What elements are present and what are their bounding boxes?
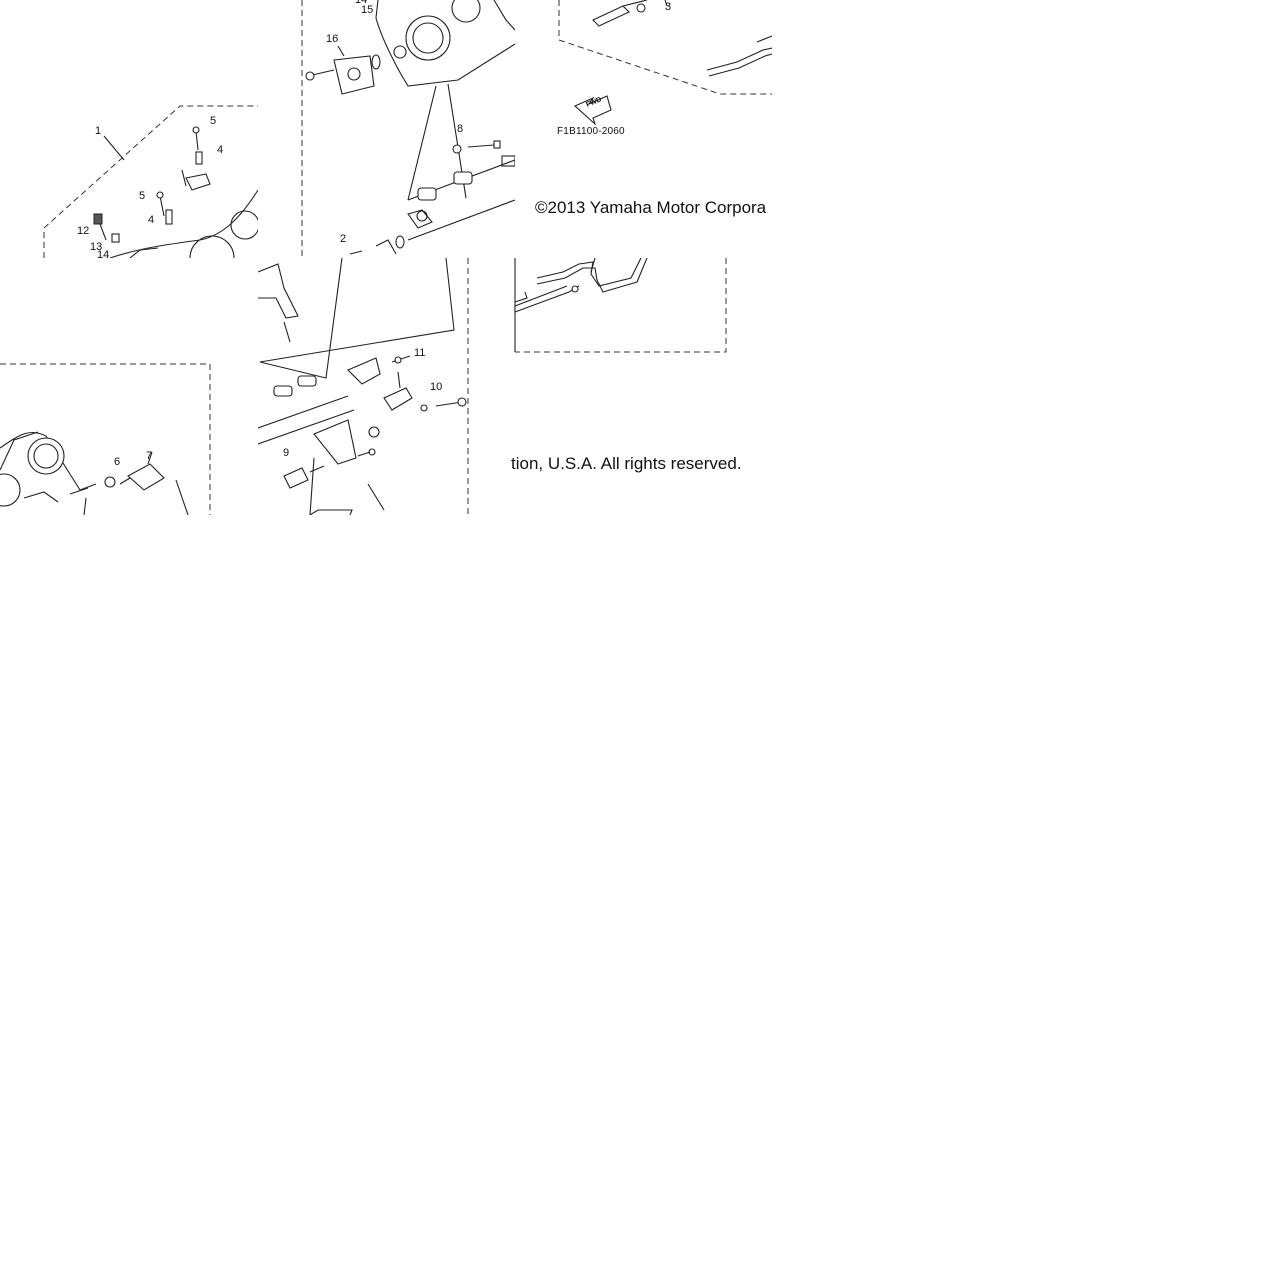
callout-16: 16 xyxy=(326,33,339,45)
callout-1: 1 xyxy=(95,125,102,137)
callout-12: 12 xyxy=(77,225,90,237)
copyright-text-part1: ©2013 Yamaha Motor Corpora xyxy=(535,198,767,217)
fwd-arrow-shape xyxy=(574,95,612,126)
diagram-code: F1B1100-2060 xyxy=(557,126,625,137)
diagram-tile-middle: 11 10 9 xyxy=(258,258,469,515)
callout-11: 11 xyxy=(414,347,426,359)
diagram-tile-upper-middle: 14 15 16 8 2 xyxy=(258,0,515,258)
callout-6: 6 xyxy=(114,456,121,468)
diagram-tile-middle-left: 6 7 xyxy=(0,258,258,515)
callout-7: 7 xyxy=(146,450,153,462)
diagram-tile-upper-right: 3 FWD F1B1100-2060 ©2013 Yamaha Motor Co… xyxy=(515,0,772,258)
callout-14-upper-middle: 14 xyxy=(355,0,368,6)
copyright-text-part2: tion, U.S.A. All rights reserved. xyxy=(511,454,742,473)
tile-middle-drawing xyxy=(258,258,469,515)
tile-middle-right-drawing xyxy=(514,258,727,353)
callout-14-upper-left: 14 xyxy=(97,249,110,259)
callout-9: 9 xyxy=(283,447,290,459)
tile-middle-left-drawing xyxy=(0,363,211,515)
callout-13: 13 xyxy=(90,241,103,253)
tile-upper-left-drawing xyxy=(43,105,258,258)
callout-8: 8 xyxy=(457,123,464,135)
callout-2: 2 xyxy=(340,233,347,245)
callout-4-top: 4 xyxy=(217,144,224,156)
callout-5-top: 5 xyxy=(210,115,217,127)
tile-upper-right-drawing xyxy=(558,0,772,126)
diagram-tile-upper-left: 1 5 4 5 4 12 13 14 xyxy=(0,0,258,258)
callout-4-lower: 4 xyxy=(148,214,155,226)
callout-3: 3 xyxy=(665,1,672,13)
callout-10: 10 xyxy=(430,381,443,393)
diagram-tile-middle-right: tion, U.S.A. All rights reserved. xyxy=(469,258,772,515)
callout-15: 15 xyxy=(361,4,374,16)
callout-5-lower: 5 xyxy=(139,190,146,202)
tile-upper-middle-drawing xyxy=(301,0,515,258)
